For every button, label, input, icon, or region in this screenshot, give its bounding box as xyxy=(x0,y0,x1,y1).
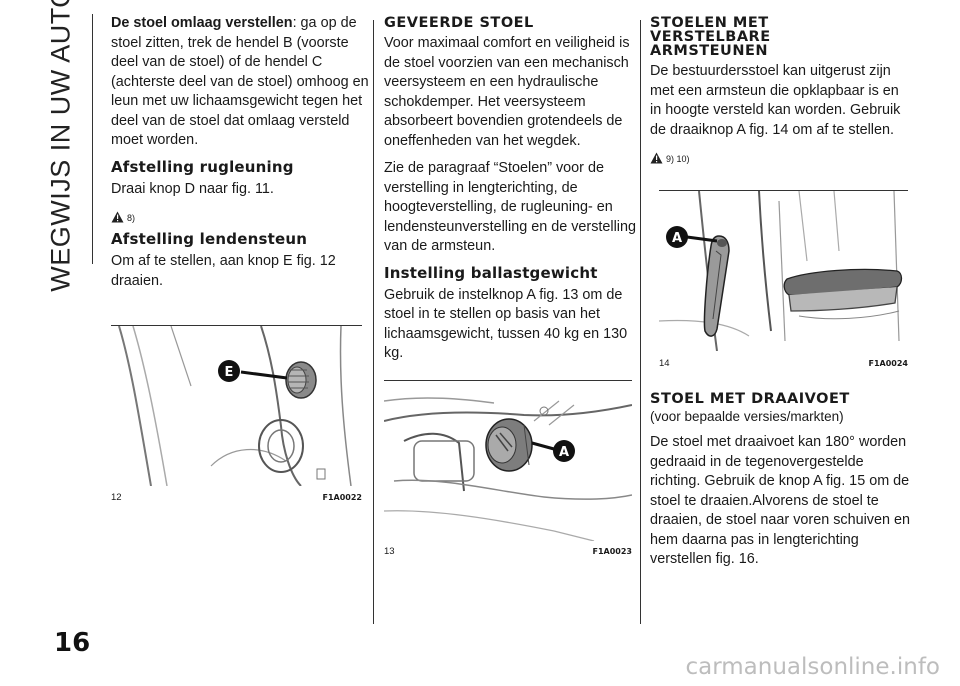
callout-label: A xyxy=(672,231,682,246)
heading-ballastgewicht: Instelling ballastgewicht xyxy=(384,263,598,282)
figure-top-rule xyxy=(111,325,362,326)
paragraph-verstelbare-armsteunen: De bestuurdersstoel kan uitgerust zijn m… xyxy=(650,63,901,138)
side-title-rule xyxy=(92,14,93,264)
figure-13: A 13 F1A0023 xyxy=(384,380,632,562)
warning-ref-rugleuning: 8) xyxy=(111,205,373,223)
callout-label: A xyxy=(559,445,569,460)
column-1: De stoel omlaag verstellen: ga op de sto… xyxy=(111,14,373,299)
figure-number: 12 xyxy=(111,492,122,503)
figure-number: 13 xyxy=(384,546,395,557)
warning-triangle-icon xyxy=(650,152,663,164)
warning-ref-text: 9) 10) xyxy=(666,154,690,164)
column-divider-1 xyxy=(373,20,374,624)
callout-label: E xyxy=(225,365,234,380)
heading-lendensteun: Afstelling lendensteun xyxy=(111,230,308,248)
heading-rugleuning: Afstelling rugleuning xyxy=(111,157,294,176)
section-side-title: WEGWIJS IN UW AUTO xyxy=(44,0,78,292)
warning-triangle-icon xyxy=(111,211,124,223)
side-title-text: WEGWIJS IN UW AUTO xyxy=(45,0,76,292)
figure-top-rule xyxy=(659,190,908,191)
heading-geveerde-stoel: GEVEERDE STOEL xyxy=(384,15,534,31)
heading-verstelbare-armsteunen: STOELEN MET VERSTELBARE ARMSTEUNEN xyxy=(650,15,771,59)
figure-code: F1A0023 xyxy=(592,547,633,556)
paragraph-draaivoet: De stoel met draaivoet kan 180° worden g… xyxy=(650,434,911,567)
column-divider-2 xyxy=(640,20,641,624)
column-3-lower: STOEL MET DRAAIVOET (voor bepaalde versi… xyxy=(650,390,912,578)
warning-ref-armsteunen: 9) 10) xyxy=(650,146,912,164)
paragraph-ballastgewicht: Gebruik de instelknop A fig. 13 om de st… xyxy=(384,286,628,362)
intro-bold: De stoel omlaag verstellen xyxy=(111,15,293,31)
seat-lumbar-knob-illustration: E xyxy=(111,326,362,486)
figure-top-rule xyxy=(384,380,632,381)
subheading-draaivoet: (voor bepaalde versies/markten) xyxy=(650,409,844,424)
figure-code: F1A0022 xyxy=(322,493,363,502)
paragraph-rugleuning: Draai knop D naar fig. 11. xyxy=(111,180,274,197)
column-3: STOELEN MET VERSTELBARE ARMSTEUNEN De be… xyxy=(650,14,912,172)
figure-code: F1A0024 xyxy=(868,359,909,368)
heading-draaivoet: STOEL MET DRAAIVOET xyxy=(650,391,850,407)
figure-14: A 14 F1A0024 xyxy=(659,190,908,375)
paragraph-lendensteun: Om af te stellen, aan knop E fig. 12 dra… xyxy=(111,253,336,289)
column-2: GEVEERDE STOEL Voor maximaal comfort en … xyxy=(384,14,646,372)
warning-ref-text: 8) xyxy=(127,213,136,223)
figure-number: 14 xyxy=(659,358,670,369)
paragraph-geveerde-stoel-1: Voor maximaal comfort en veiligheid is d… xyxy=(384,35,630,149)
intro-paragraph: De stoel omlaag verstellen: ga op de sto… xyxy=(111,14,373,151)
page-number: 16 xyxy=(54,628,91,658)
watermark: carmanualsonline.info xyxy=(685,654,940,680)
seat-ballast-knob-illustration: A xyxy=(384,381,632,541)
paragraph-geveerde-stoel-2: Zie de paragraaf “Stoelen” voor de verst… xyxy=(384,160,636,254)
seat-armrest-illustration: A xyxy=(659,191,908,351)
intro-text: : ga op de stoel zitten, trek de hendel … xyxy=(111,15,369,148)
figure-12: E 12 F1A0022 xyxy=(111,325,362,508)
